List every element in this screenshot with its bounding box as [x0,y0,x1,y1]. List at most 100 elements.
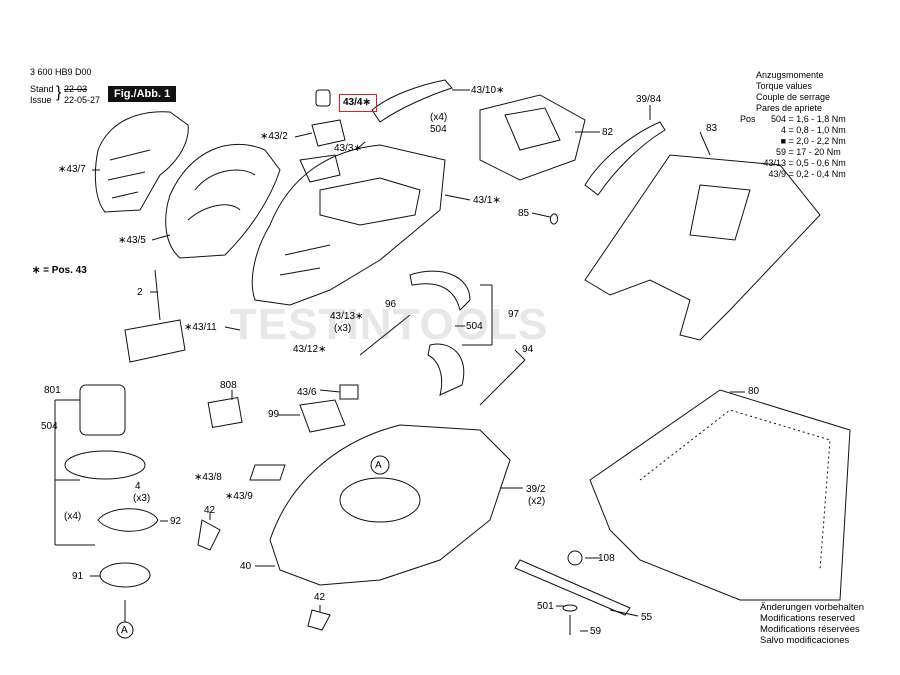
label-85[interactable]: 85 [518,208,530,219]
part-43-5-housing [165,143,281,259]
label-83[interactable]: 83 [706,123,718,134]
legend-note: ∗ = Pos. 43 [32,265,87,276]
document-number: 3 600 HB9 D00 [30,67,92,77]
label-43-2[interactable]: ∗43/2 [260,131,288,142]
label-43-3[interactable]: 43/3∗ [334,143,362,154]
label-42-left[interactable]: 42 [204,505,216,516]
torque-row: ■ = 2,0 - 2,2 Nm [756,136,866,147]
label-801[interactable]: 801 [44,385,61,396]
label-91[interactable]: 91 [72,571,84,582]
label-43-11[interactable]: ∗43/11 [184,322,217,333]
part-42-clip-bottom [307,609,331,631]
label-43-9[interactable]: ∗43/9 [225,491,253,502]
label-504-top[interactable]: 504 [430,124,447,135]
torque-title-fr: Couple de serrage [756,92,831,102]
label-504-left[interactable]: 504 [41,421,58,432]
torque-value: 1,6 - 1,8 Nm [796,114,846,124]
label-x4-left: (x4) [64,511,82,522]
issue-label: Issue [30,95,52,105]
torque-row: 4 = 0,8 - 1,0 Nm [756,125,866,136]
label-80[interactable]: 80 [748,386,760,397]
label-43-5[interactable]: ∗43/5 [118,235,146,246]
part-91-gear [99,562,151,588]
part-801-motor [79,384,126,436]
label-504-mid[interactable]: 504 [466,321,483,332]
label-43-1[interactable]: 43/1∗ [473,195,501,206]
watermark-text: TESTINTOOLS [230,300,549,349]
torque-pos: 4 [780,125,786,135]
torque-title-de: Anzugsmomente [756,70,824,80]
note-es: Salvo modificaciones [760,635,850,646]
part-55-blade [514,559,631,616]
torque-pos: 43/9 [768,169,786,179]
label-82[interactable]: 82 [602,127,614,138]
part-43-6-part [339,384,359,400]
torque-pos: 59 [775,147,786,157]
label-43-8[interactable]: ∗43/8 [194,472,222,483]
label-55[interactable]: 55 [641,612,653,623]
label-43-10[interactable]: 43/10∗ [471,85,505,96]
part-43-10-handle [371,79,453,123]
highlight-box-43-4 [339,94,377,112]
label-4[interactable]: 4 [135,481,141,492]
part-108-bearing [567,550,583,566]
part-43-2-seal [311,119,346,147]
part-43-3-part [299,154,341,183]
part-92-belt [97,508,159,532]
figure-badge: Fig./Abb. 1 [108,86,177,102]
label-39-84[interactable]: 39/84 [636,94,662,105]
label-40[interactable]: 40 [240,561,252,572]
stand-date-old: 22-03 [64,84,88,94]
torque-pos-label: Pos [740,114,756,124]
torque-value: 2,0 - 2,2 Nm [796,136,846,146]
label-43-13[interactable]: 43/13∗ [330,311,364,322]
revision-notes: Änderungen vorbehalten Modifications res… [760,602,864,646]
part-501-washer [562,604,578,612]
part-808-label [207,396,243,428]
label-42-bottom[interactable]: 42 [314,592,326,603]
label-94[interactable]: 94 [522,344,534,355]
torque-value: 0,8 - 1,0 Nm [796,125,846,135]
label-x4-top: (x4) [430,112,448,123]
label-108[interactable]: 108 [598,553,615,564]
label-808[interactable]: 808 [220,380,237,391]
label-a-mid[interactable]: A [375,460,382,471]
label-59[interactable]: 59 [590,626,602,637]
part-85-spring [549,213,559,225]
label-x2: (x2) [528,496,546,507]
torque-title-es: Pares de apriete [756,103,823,113]
label-43-6[interactable]: 43/6 [297,387,317,398]
label-96[interactable]: 96 [385,299,397,310]
torque-row: 59 = 17 - 20 Nm [756,147,866,158]
part-99-battery-block [299,399,346,433]
label-92[interactable]: 92 [170,516,182,527]
issue-date: 22-05-27 [64,95,101,105]
part-97-clip [409,270,471,311]
part-43-7-cover [94,111,189,213]
label-501[interactable]: 501 [537,601,554,612]
part-83-grass-cover [584,154,821,341]
torque-rows: 504 = 1,6 - 1,8 Nm 4 = 0,8 - 1,0 Nm ■ = … [756,114,866,180]
label-43-7[interactable]: ∗43/7 [58,164,86,175]
stand-label: Stand [30,84,54,94]
label-43-4[interactable]: 43/4∗ [343,97,371,108]
note-de: Änderungen vorbehalten [760,602,865,613]
torque-value: 0,2 - 0,4 Nm [796,169,846,179]
part-82-control-panel [479,94,586,181]
torque-title-en: Torque values [756,81,813,91]
part-43-8-part [249,464,286,481]
label-39-2[interactable]: 39/2 [526,484,546,495]
label-43-12[interactable]: 43/12∗ [293,344,327,355]
note-fr: Modifications réservées [760,624,860,635]
label-a-bottom[interactable]: A [121,625,128,636]
label-99[interactable]: 99 [268,409,280,420]
brace-symbol: } [56,84,62,101]
part-96-rod [359,314,411,356]
note-en: Modifications reserved [760,613,856,624]
torque-row: 504 = 1,6 - 1,8 Nm [756,114,866,125]
label-97[interactable]: 97 [508,309,520,320]
label-x3-mid: (x3) [334,323,352,334]
label-2[interactable]: 2 [137,287,143,298]
part-43-4-cap [315,89,331,107]
